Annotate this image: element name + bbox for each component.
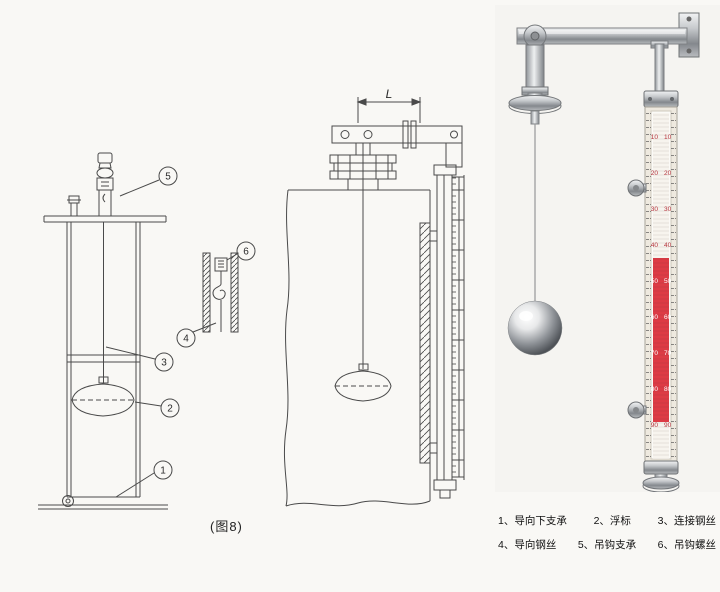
gauge-scale: 10 10 20 20 30 30 40 40 50 50 60 60 70 7… <box>651 134 672 429</box>
gauge-side-fitting-lower <box>627 401 647 419</box>
gauge-bottom-flange <box>642 460 680 492</box>
callout-number-5: 5 <box>165 172 171 183</box>
callout-circle-4 <box>176 328 196 348</box>
float-and-wire <box>334 143 392 402</box>
legend-item: 1、导向下支承 <box>498 515 567 527</box>
gauge-scale-number: 50 <box>651 278 659 285</box>
lower-support <box>38 495 168 510</box>
hanger-post <box>508 44 562 125</box>
plate-fitting <box>67 195 81 217</box>
callout-circle-5 <box>158 166 178 186</box>
scale-ticks-right <box>671 113 676 459</box>
callout-number-6: 6 <box>243 247 249 258</box>
gauge-scale-number: 70 <box>664 350 672 357</box>
dimension-label: L <box>386 87 393 101</box>
legend-row-2: 4、导向钢丝 5、吊钩支承 6、吊钩螺丝 <box>498 537 716 552</box>
callout-number-4: 4 <box>183 334 189 345</box>
hook-detail-view <box>202 252 239 333</box>
top-plate <box>43 215 167 223</box>
callout-number-2: 2 <box>167 404 173 415</box>
callout-circle-1 <box>153 460 173 480</box>
legend-item: 2、浮标 <box>593 515 631 527</box>
gauge-scale-number: 10 <box>664 134 672 141</box>
gauge-scale-number: 30 <box>651 206 659 213</box>
gauge-scale-number: 80 <box>664 386 672 393</box>
gauge-scale-number: 50 <box>664 278 672 285</box>
legend-item: 3、连接钢丝 <box>657 515 716 527</box>
mounting-arm <box>516 12 700 58</box>
gauge-scale-number: 20 <box>664 170 672 177</box>
gauge-side-fitting-upper <box>627 179 647 197</box>
gauge-scale-number: 20 <box>651 170 659 177</box>
leader-lines <box>105 179 238 498</box>
tank-outline <box>283 189 431 507</box>
gauge-column <box>429 164 465 499</box>
steel-ball-float <box>507 300 563 356</box>
callout-circle-2 <box>160 398 180 418</box>
installation-diagram-middle: L <box>283 87 465 507</box>
legend-row-1: 1、导向下支承 2、浮标 3、连接钢丝 <box>498 513 716 528</box>
gauge-scale-number: 80 <box>651 386 659 393</box>
float <box>71 376 135 417</box>
gauge-scale-number: 90 <box>664 422 672 429</box>
gauge-scale-number: 60 <box>651 314 659 321</box>
suspension-arm <box>331 120 463 168</box>
scale-ticks-left <box>646 113 651 459</box>
product-photo: 10 10 20 20 30 30 40 40 50 50 60 60 70 7… <box>495 5 720 492</box>
callout-circle-3 <box>154 352 174 372</box>
gauge-scale-number: 90 <box>651 422 659 429</box>
callout-number-1: 1 <box>160 466 166 477</box>
legend-item: 5、吊钩支承 <box>577 539 637 551</box>
gauge-scale-number: 70 <box>651 350 659 357</box>
gauge-scale-number: 40 <box>664 242 672 249</box>
level-gauge-tube <box>643 90 679 464</box>
figure-caption: (图8) <box>210 519 243 534</box>
legend: 1、导向下支承 2、浮标 3、连接钢丝 4、导向钢丝 5、吊钩支承 6、吊钩螺丝 <box>498 513 716 561</box>
legend-item: 6、吊钩螺丝 <box>657 539 716 551</box>
callout-circle-6 <box>236 241 256 261</box>
gauge-scale-number: 30 <box>664 206 672 213</box>
installation-diagram-left: 5 6 4 3 2 1 <box>38 152 256 510</box>
dimension-l <box>356 97 422 123</box>
hook-support <box>96 152 114 216</box>
legend-item: 4、导向钢丝 <box>498 539 557 551</box>
gauge-scale-number: 10 <box>651 134 659 141</box>
gauge-scale-number: 40 <box>651 242 659 249</box>
callout-number-3: 3 <box>161 358 167 369</box>
gauge-scale-number: 60 <box>664 314 672 321</box>
